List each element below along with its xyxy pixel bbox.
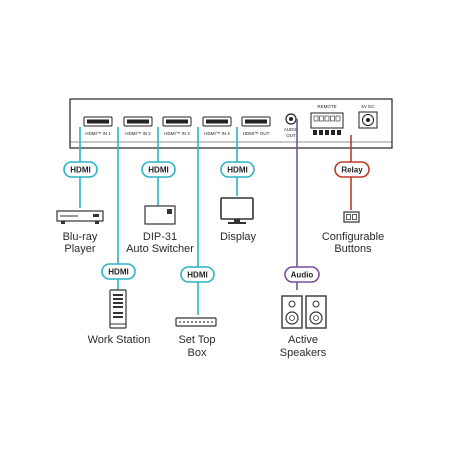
port-label-out: HDMI™ OUT bbox=[243, 131, 270, 136]
badge-hdmi-4-text: HDMI bbox=[187, 271, 207, 280]
speakers-label-2: Speakers bbox=[280, 347, 327, 359]
hdmi-in-2-port: HDMI™ IN 2 bbox=[123, 116, 153, 136]
display-icon bbox=[220, 197, 254, 224]
hdmi-in-3-port: HDMI™ IN 3 bbox=[162, 116, 192, 136]
audio-out-label-2: OUT bbox=[286, 133, 296, 138]
badge-audio: Audio bbox=[284, 266, 320, 283]
configurable-buttons-icon bbox=[343, 211, 360, 223]
settopbox-icon bbox=[175, 317, 217, 327]
workstation-label: Work Station bbox=[88, 334, 151, 346]
remote-terminal-block: REMOTE bbox=[310, 104, 344, 135]
badge-hdmi-4: HDMI bbox=[180, 266, 215, 283]
badge-hdmi-1-text: HDMI bbox=[70, 166, 90, 175]
settopbox-label-1: Set Top bbox=[178, 334, 215, 346]
hdmi-in-4-port: HDMI™ IN 4 bbox=[202, 116, 232, 136]
badge-relay-text: Relay bbox=[341, 166, 363, 175]
bluray-label-1: Blu-ray bbox=[63, 231, 98, 243]
badge-hdmi-3: HDMI bbox=[141, 161, 176, 178]
speakers-label-1: Active bbox=[288, 334, 318, 346]
badge-hdmi-2: HDMI bbox=[101, 263, 136, 280]
switcher-unit: HDMI™ IN 1 HDMI™ IN 2 HDMI™ IN 3 HDMI™ I… bbox=[69, 98, 393, 149]
buttons-label-1: Configurable bbox=[322, 231, 384, 243]
port-label-in1: HDMI™ IN 1 bbox=[85, 131, 111, 136]
badge-hdmi-out-text: HDMI bbox=[227, 166, 247, 175]
settopbox-label-2: Box bbox=[188, 347, 207, 359]
badge-hdmi-1: HDMI bbox=[63, 161, 98, 178]
bluray-label-2: Player bbox=[64, 243, 96, 255]
power-label: 5V DC bbox=[361, 104, 375, 109]
power-connector: 5V DC bbox=[358, 104, 378, 129]
port-label-in3: HDMI™ IN 3 bbox=[164, 131, 190, 136]
remote-label: REMOTE bbox=[317, 104, 336, 109]
port-label-in2: HDMI™ IN 2 bbox=[125, 131, 151, 136]
display-label: Display bbox=[220, 231, 257, 243]
hdmi-in-1-port: HDMI™ IN 1 bbox=[83, 116, 113, 136]
audio-out-jack: AUDIO OUT bbox=[284, 113, 299, 138]
badge-hdmi-out: HDMI bbox=[220, 161, 255, 178]
badge-hdmi-3-text: HDMI bbox=[148, 166, 168, 175]
buttons-label-2: Buttons bbox=[334, 243, 372, 255]
connections bbox=[79, 119, 352, 315]
port-label-in4: HDMI™ IN 4 bbox=[204, 131, 230, 136]
bluray-player-icon bbox=[56, 210, 104, 224]
hdmi-out-port: HDMI™ OUT bbox=[241, 116, 271, 136]
workstation-tower-icon bbox=[109, 289, 127, 329]
dip31-switcher-icon bbox=[144, 205, 176, 225]
speakers-icon bbox=[281, 295, 327, 329]
audio-out-label-1: AUDIO bbox=[284, 127, 299, 132]
badge-audio-text: Audio bbox=[291, 271, 314, 280]
dip31-label-1: DIP-31 bbox=[143, 231, 177, 243]
badge-relay: Relay bbox=[334, 161, 370, 178]
badge-hdmi-2-text: HDMI bbox=[108, 268, 128, 277]
dip31-label-2: Auto Switcher bbox=[126, 243, 194, 255]
